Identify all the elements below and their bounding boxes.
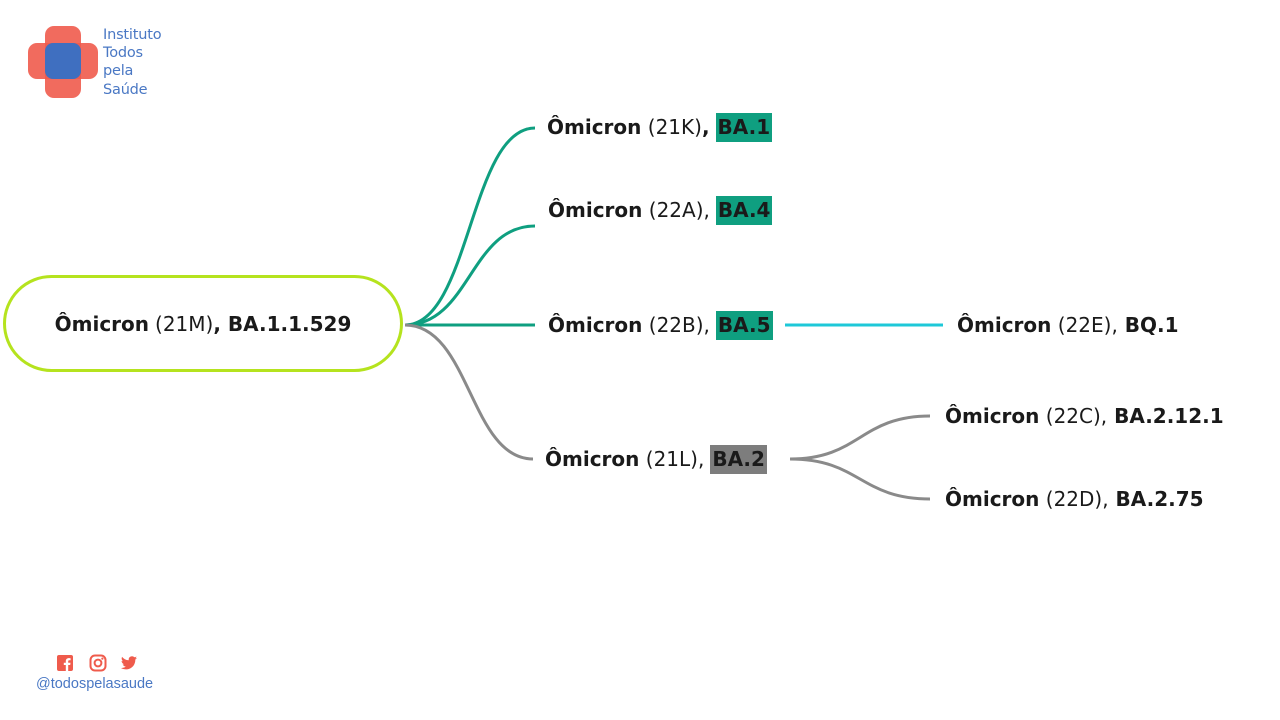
node-lineage: BA.2.12.1 <box>1107 404 1224 428</box>
social-footer: @todospelasaude <box>36 654 166 704</box>
node-lineage-highlight: BA.2 <box>710 444 767 474</box>
node-lineage-highlight: BA.1 <box>715 112 773 142</box>
brand-name-line: pela <box>103 63 134 80</box>
node-name: Ômicron <box>548 198 643 222</box>
cross-logo-icon <box>28 26 98 98</box>
node-code: (22D), <box>1039 487 1109 511</box>
root-name: Ômicron <box>54 311 150 336</box>
node-lineage: BA.2.75 <box>1108 487 1204 511</box>
node-name: Ômicron <box>945 404 1040 428</box>
link-root-ba4 <box>404 224 536 327</box>
instagram-icon[interactable] <box>89 654 107 672</box>
root-node-ba1-1-529: Ômicron (21M) , BA.1.1.529 <box>3 275 403 372</box>
node-separator: , <box>701 115 710 139</box>
node-ba2-75: Ômicron (22D), BA.2.75 <box>945 483 1204 515</box>
node-name: Ômicron <box>547 115 642 139</box>
node-code: (22C), <box>1039 404 1108 428</box>
node-name: Ômicron <box>545 447 640 471</box>
social-handle[interactable]: @todospelasaude <box>36 676 154 692</box>
node-ba4: Ômicron (22A), BA.4 <box>548 194 773 226</box>
twitter-icon[interactable] <box>120 654 138 672</box>
node-name: Ômicron <box>957 313 1052 337</box>
root-lineage: , BA.1.1.529 <box>213 311 352 336</box>
node-ba1: Ômicron (21K) , BA.1 <box>547 111 773 143</box>
node-code: (22B), <box>642 313 710 337</box>
node-lineage: BQ.1 <box>1117 313 1179 337</box>
node-ba5: Ômicron (22B), BA.5 <box>548 309 773 341</box>
link-root-ba1 <box>404 126 536 327</box>
brand-logo: Instituto Todos pela Saúde <box>28 26 188 106</box>
link-ba2-ba212 <box>789 414 931 461</box>
node-name: Ômicron <box>548 313 643 337</box>
node-lineage-highlight: BA.4 <box>715 195 773 225</box>
link-root-ba2 <box>404 323 534 461</box>
node-ba2-12-1: Ômicron (22C), BA.2.12.1 <box>945 400 1224 432</box>
root-code: (21M) <box>155 311 214 336</box>
node-code: (21L), <box>639 447 705 471</box>
node-lineage-highlight: BA.5 <box>715 310 773 340</box>
node-bq1: Ômicron (22E), BQ.1 <box>957 309 1179 341</box>
link-ba2-ba275 <box>789 457 931 501</box>
brand-name-line: Saúde <box>103 81 148 98</box>
brand-name-line: Instituto <box>103 27 162 43</box>
node-code: (22E), <box>1051 313 1118 337</box>
brand-name: Instituto Todos pela Saúde <box>103 26 162 99</box>
node-ba2: Ômicron (21L), BA.2 <box>545 443 767 475</box>
node-name: Ômicron <box>945 487 1040 511</box>
node-code: (21K) <box>641 115 702 139</box>
brand-name-line: Todos <box>103 45 143 62</box>
node-code: (22A), <box>642 198 710 222</box>
facebook-icon[interactable] <box>56 654 74 672</box>
